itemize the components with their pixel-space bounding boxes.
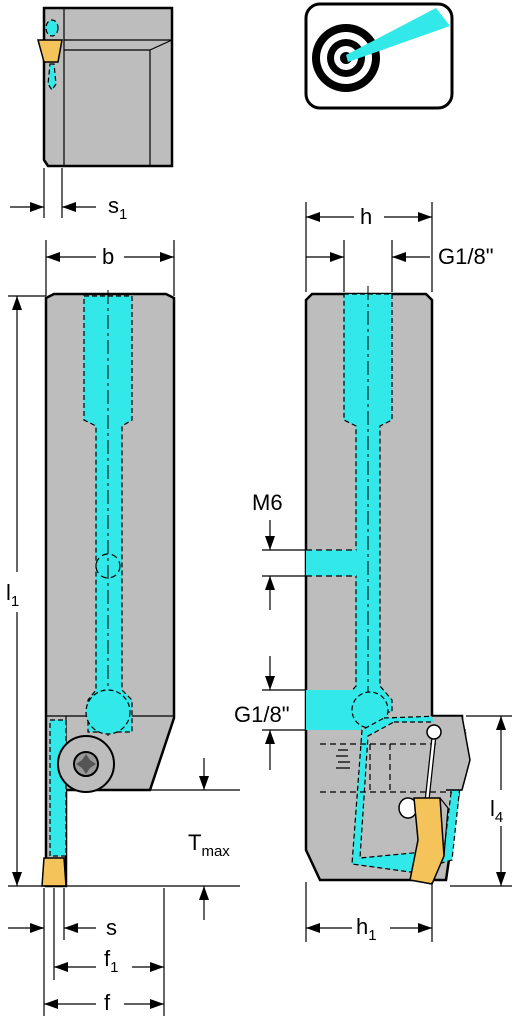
dimension-m6: M6	[252, 490, 306, 610]
dimension-l1: l1	[6, 295, 240, 887]
dimension-f1: f1	[54, 888, 165, 1016]
dimension-f: f	[44, 990, 164, 1015]
label-l1: l1	[6, 580, 19, 610]
coolant-target-icon	[304, 2, 454, 110]
dimension-g18-top: G1/8"	[306, 240, 494, 292]
label-m6: M6	[252, 490, 283, 515]
label-g18-top: G1/8"	[438, 244, 494, 269]
dimension-s1: s1	[10, 168, 127, 223]
label-s: s	[106, 915, 117, 940]
dimension-tmax: Tmax	[150, 758, 240, 920]
end-view-insert	[37, 39, 63, 63]
dimension-h1: h1	[305, 882, 433, 944]
right-side-view	[304, 286, 471, 885]
end-view	[37, 6, 174, 168]
label-h: h	[360, 204, 372, 229]
dimension-h: h	[305, 202, 433, 292]
label-f1: f1	[104, 946, 118, 976]
left-insert	[41, 857, 67, 887]
left-side-view	[41, 290, 176, 888]
label-b: b	[102, 244, 114, 269]
label-s1: s1	[108, 193, 127, 223]
dimension-b: b	[45, 240, 175, 296]
dimension-s: s	[8, 888, 117, 1016]
dimension-g18-side: G1/8"	[234, 656, 306, 770]
label-tmax: Tmax	[188, 830, 230, 860]
label-f: f	[104, 990, 111, 1015]
label-h1: h1	[356, 914, 377, 944]
label-l4: l4	[490, 796, 503, 826]
label-g18-side: G1/8"	[234, 702, 290, 727]
dimension-l4: l4	[450, 715, 512, 887]
